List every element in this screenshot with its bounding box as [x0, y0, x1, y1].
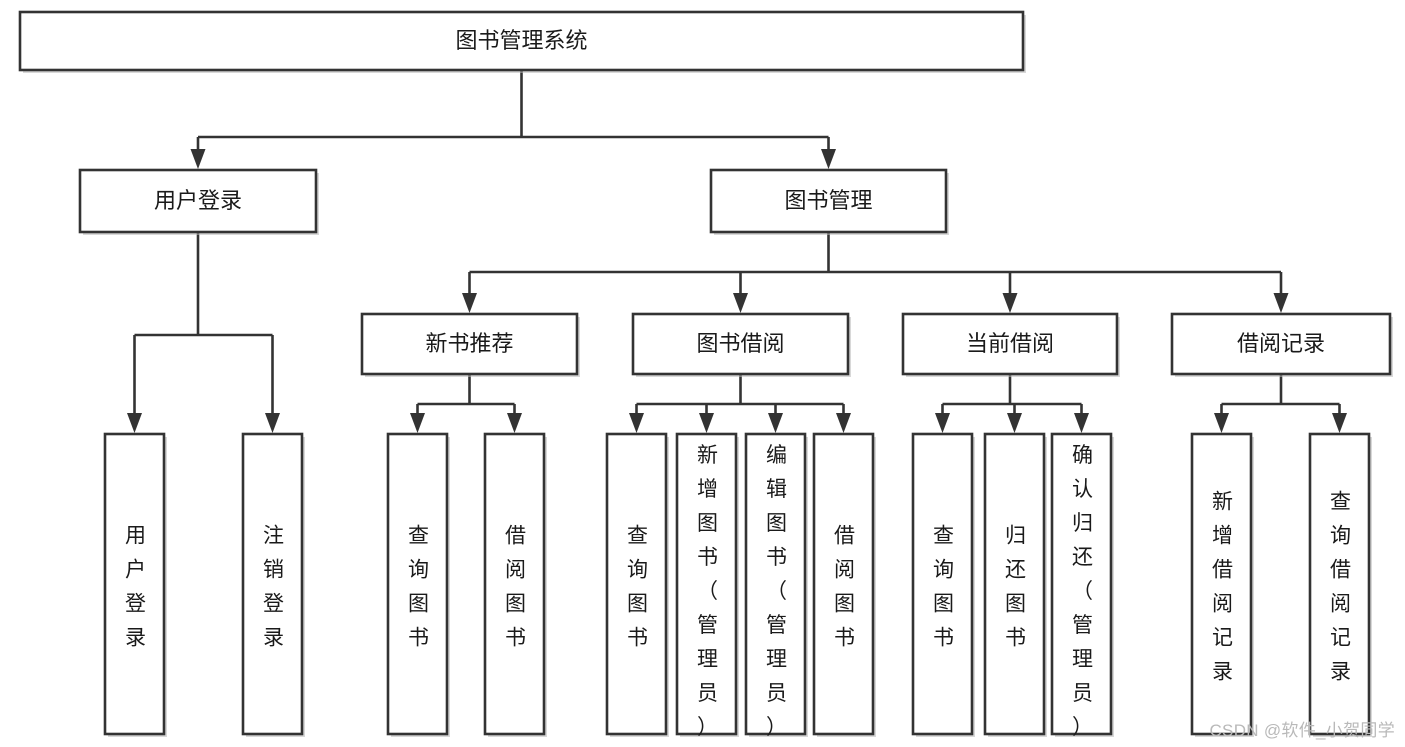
node-box-borrow-record[interactable]: [1170, 312, 1392, 376]
arrow-head-icon: [1273, 293, 1289, 313]
node-label: 图书借阅: [696, 331, 784, 356]
connector-group-book-borrow: [629, 374, 851, 433]
arrow-head-icon: [1214, 413, 1229, 433]
arrow-head-icon: [699, 413, 714, 433]
node-box-book-borrow[interactable]: [631, 312, 850, 376]
node-box-root[interactable]: [18, 10, 1025, 72]
arrow-head-icon: [935, 413, 950, 433]
leaf-box-leaf-return-book[interactable]: [983, 432, 1046, 736]
leaf-label-leaf-return-book: 归还图书: [1005, 525, 1026, 650]
connector-group-borrow-record: [1214, 374, 1347, 433]
leaf-box-leaf-confirm-return[interactable]: [1050, 432, 1113, 736]
node-label: 图书管理系统: [455, 28, 587, 53]
connector-group-root: [190, 70, 836, 169]
leaf-label-leaf-user-logout: 注销登录: [263, 525, 284, 650]
leaf-label-leaf-add-book: 新增图书（管理员）: [697, 444, 718, 739]
node-box-user-login[interactable]: [78, 168, 318, 234]
arrow-head-icon: [410, 413, 425, 433]
leaf-box-leaf-user-logout[interactable]: [241, 432, 304, 736]
arrow-head-icon: [190, 149, 206, 169]
node-label: 新书推荐: [425, 331, 513, 356]
leaf-label-leaf-borrow-book-1: 借阅图书: [505, 525, 526, 650]
arrow-head-icon: [462, 293, 477, 313]
leaf-label-leaf-confirm-return: 确认归还（管理员）: [1072, 444, 1093, 739]
node-box-current-borrow[interactable]: [901, 312, 1119, 376]
connector-group-book-manage: [462, 232, 1289, 313]
leaf-box-leaf-query-book-1[interactable]: [386, 432, 449, 736]
leaf-box-leaf-add-book[interactable]: [675, 432, 738, 736]
arrow-head-icon: [733, 293, 748, 313]
leaf-label-leaf-borrow-book-2: 借阅图书: [834, 525, 855, 650]
arrow-head-icon: [127, 413, 142, 433]
leaf-box-leaf-query-book-2[interactable]: [605, 432, 668, 736]
connector-group-current-borrow: [935, 374, 1089, 433]
arrow-head-icon: [507, 413, 522, 433]
leaf-box-leaf-borrow-book-1[interactable]: [483, 432, 546, 736]
arrow-head-icon: [629, 413, 644, 433]
leaf-label-leaf-query-book-3: 查询图书: [933, 525, 954, 650]
arrow-head-icon: [1074, 413, 1089, 433]
leaf-label-leaf-add-record: 新增借阅记录: [1212, 491, 1233, 684]
csdn-watermark: CSDN @软件_小贺同学: [1209, 721, 1395, 740]
arrow-head-icon: [1007, 413, 1022, 433]
arrow-head-icon: [265, 413, 280, 433]
leaf-box-leaf-query-record[interactable]: [1308, 432, 1371, 736]
arrow-head-icon: [1332, 413, 1347, 433]
leaf-box-leaf-user-login[interactable]: [103, 432, 166, 736]
node-box-book-manage[interactable]: [709, 168, 948, 234]
arrow-head-icon: [768, 413, 783, 433]
leaf-label-leaf-query-book-1: 查询图书: [408, 525, 429, 650]
leaf-label-leaf-query-record: 查询借阅记录: [1330, 491, 1351, 684]
leaf-box-leaf-borrow-book-2[interactable]: [812, 432, 875, 736]
leaf-label-leaf-edit-book: 编辑图书（管理员）: [766, 444, 787, 739]
node-label: 当前借阅: [966, 331, 1054, 356]
arrow-head-icon: [821, 149, 836, 169]
arrow-head-icon: [1002, 293, 1018, 313]
leaf-box-leaf-query-book-3[interactable]: [911, 432, 974, 736]
leaf-box-leaf-edit-book[interactable]: [744, 432, 807, 736]
connector-group-new-book-rec: [410, 374, 522, 433]
node-box-new-book-rec[interactable]: [360, 312, 579, 376]
leaf-label-leaf-query-book-2: 查询图书: [627, 525, 648, 650]
node-label: 图书管理: [784, 188, 872, 213]
leaf-label-leaf-user-login: 用户登录: [125, 525, 146, 650]
arrow-head-icon: [836, 413, 851, 433]
connector-group-user-login: [127, 232, 280, 433]
leaf-box-leaf-add-record[interactable]: [1190, 432, 1253, 736]
node-label: 用户登录: [154, 188, 242, 213]
node-label: 借阅记录: [1237, 331, 1325, 356]
